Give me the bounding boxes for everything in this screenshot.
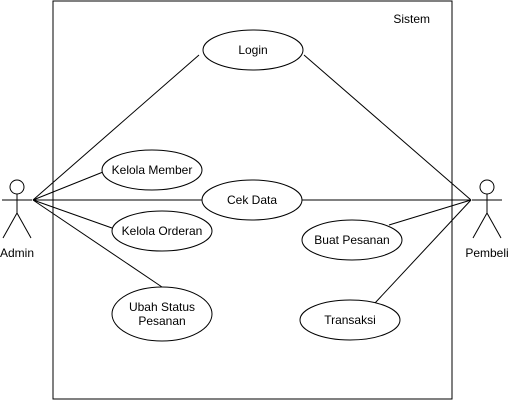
- actor-right-leg: [486, 212, 502, 239]
- association-pembeli-login: [303, 54, 472, 201]
- use-case-kelola-orderan[interactable]: Kelola Orderan: [111, 210, 213, 252]
- use-case-label: Login: [238, 43, 267, 57]
- system-boundary: [52, 0, 453, 400]
- use-case-ellipse: [299, 299, 401, 341]
- use-case-label: Buat Pesanan: [314, 233, 389, 247]
- association-pembeli-transaksi: [374, 199, 472, 304]
- use-case-ellipse: [101, 149, 203, 191]
- actor-right-leg: [16, 212, 32, 239]
- actor-head: [9, 179, 25, 195]
- association-admin-ubah-status-pesanan: [32, 199, 163, 288]
- use-case-label: Pesanan: [138, 314, 185, 328]
- association-lines: [32, 54, 472, 304]
- actor-left-leg: [2, 212, 18, 239]
- use-case-ellipse: [111, 286, 213, 342]
- actor-pembeli[interactable]: Pembeli: [465, 179, 509, 260]
- actors: Admin Pembeli: [0, 179, 509, 260]
- use-case-label: Transaksi: [324, 313, 376, 327]
- use-case-ellipse: [201, 179, 303, 221]
- association-admin-kelola-member: [32, 171, 104, 201]
- actor-label: Admin: [0, 246, 34, 260]
- use-case-kelola-member[interactable]: Kelola Member: [101, 149, 203, 191]
- use-case-cek-data[interactable]: Cek Data: [201, 179, 303, 221]
- actor-admin[interactable]: Admin: [0, 179, 34, 260]
- use-case-label: Cek Data: [227, 193, 277, 207]
- system-label: Sistem: [393, 12, 430, 26]
- association-admin-login: [32, 54, 200, 201]
- association-pembeli-buat-pesanan: [388, 199, 472, 226]
- actor-left-leg: [472, 212, 488, 239]
- use-case-ellipse: [111, 210, 213, 252]
- use-case-transaksi[interactable]: Transaksi: [299, 299, 401, 341]
- use-case-label: Ubah Status: [129, 300, 195, 314]
- use-case-login[interactable]: Login: [202, 29, 304, 71]
- use-case-label: Kelola Member: [112, 163, 193, 177]
- actor-label: Pembeli: [465, 246, 508, 260]
- use-case-buat-pesanan[interactable]: Buat Pesanan: [301, 219, 403, 261]
- association-admin-kelola-orderan: [32, 199, 113, 229]
- actor-head: [479, 179, 495, 195]
- use-case-ellipse: [202, 29, 304, 71]
- use-case-label: Kelola Orderan: [122, 224, 203, 238]
- use-case-ellipse: [301, 219, 403, 261]
